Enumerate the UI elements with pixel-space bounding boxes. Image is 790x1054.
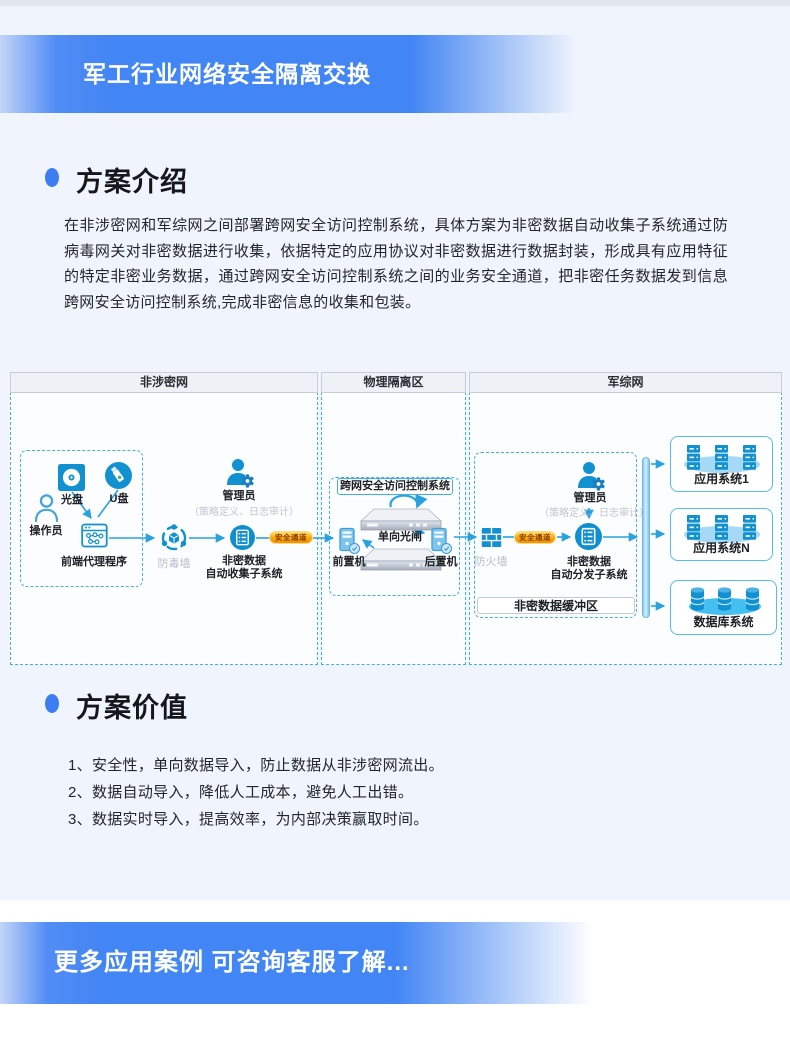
intro-bullet-icon — [45, 168, 59, 187]
front-machine-icon — [338, 527, 361, 555]
collector-subsystem-icon — [230, 525, 255, 550]
admin-right-note: （策略定义、日志审计） — [539, 508, 649, 519]
buffer-zone-bar: 非密数据缓冲区 — [477, 597, 635, 614]
front-machine-label: 前置机 — [332, 556, 366, 568]
panel-military-header: 军综网 — [469, 372, 782, 393]
operator-person-icon — [33, 493, 60, 523]
intro-heading: 方案介绍 — [76, 167, 188, 197]
value-item-3: 3、数据实时导入，提高效率，为内部决策赢取时间。 — [68, 811, 429, 828]
value-item-1: 1、安全性，单向数据导入，防止数据从非涉密网流出。 — [68, 757, 444, 774]
secure-channel-badge-right: 安全通道 — [514, 531, 556, 544]
secure-channel-badge-left: 安全通道 — [269, 531, 313, 544]
usb-label: U盘 — [109, 493, 129, 505]
cross-network-control-title: 跨网安全访问控制系统 — [337, 478, 453, 495]
frontend-proxy-label: 前端代理程序 — [61, 556, 127, 568]
page-title: 军工行业网络安全隔离交换 — [83, 61, 371, 87]
cd-label: 光盘 — [61, 494, 83, 506]
connector-lines — [71, 459, 666, 611]
app-system-1-label: 应用系统1 — [694, 472, 749, 486]
rear-machine-icon — [430, 527, 453, 555]
collector-label-line1: 非密数据 — [222, 555, 266, 567]
cd-disc-icon — [58, 464, 85, 491]
firewall-label: 防火墙 — [474, 556, 508, 568]
value-heading: 方案价值 — [76, 693, 188, 723]
architecture-diagram: 非涉密网 物理隔离区 军综网 — [8, 372, 782, 665]
value-item-2: 2、数据自动导入，降低人工成本，避免人工出错。 — [68, 784, 414, 801]
header-banner: 军工行业网络安全隔离交换 — [0, 35, 790, 113]
distributor-subsystem-icon — [575, 523, 602, 550]
usb-drive-icon — [105, 462, 132, 489]
admin-left-icon — [225, 458, 255, 489]
panel-untrusted-header: 非涉密网 — [10, 372, 318, 393]
db-system-label: 数据库系统 — [693, 615, 754, 629]
value-list: 1、安全性，单向数据导入，防止数据从非涉密网流出。 2、数据自动导入，降低人工成… — [68, 752, 728, 833]
distributor-label-line2: 自动分发子系统 — [550, 569, 628, 581]
db-system-box: 数据库系统 — [670, 580, 777, 635]
rear-machine-label: 后置机 — [424, 556, 458, 568]
firewall-icon — [481, 526, 502, 549]
admin-left-note: （策略定义、日志审计） — [189, 507, 299, 518]
collector-label-line2: 自动收集子系统 — [205, 568, 283, 580]
operator-label: 操作员 — [29, 525, 63, 537]
value-bullet-icon — [45, 694, 59, 713]
footer-title: 更多应用案例 可咨询客服了解... — [54, 949, 410, 976]
footer-banner: 更多应用案例 可咨询客服了解... — [0, 922, 790, 1004]
optical-gate-devices — [359, 508, 443, 571]
appN-servers-icon — [687, 515, 756, 540]
antivirus-wall-icon — [160, 524, 188, 552]
admin-right-label: 管理员 — [573, 492, 607, 504]
app1-servers-icon — [687, 445, 756, 470]
panel-isolation-header: 物理隔离区 — [321, 372, 466, 393]
operator-input-group-box — [20, 450, 143, 587]
optical-gate-label: 单向光闸 — [378, 531, 422, 543]
panel-untrusted-network: 非涉密网 — [10, 372, 318, 665]
frontend-proxy-icon — [81, 522, 108, 549]
top-edge-strip — [0, 0, 790, 6]
intro-paragraph: 在非涉密网和军综网之间部署跨网安全访问控制系统，具体方案为非密数据自动收集子系统… — [64, 217, 728, 311]
admin-right-icon — [576, 461, 606, 492]
antivirus-wall-label: 防毒墙 — [157, 558, 191, 570]
app-system-n-label: 应用系统N — [693, 541, 750, 555]
footer-section: 更多应用案例 可咨询客服了解... — [0, 900, 790, 1054]
app-system-n-box: 应用系统N — [670, 508, 773, 561]
network-bus-bar — [642, 457, 650, 618]
db-cylinders-icon — [691, 587, 759, 611]
panel-untrusted-body — [10, 392, 318, 665]
admin-left-label: 管理员 — [222, 490, 256, 502]
distributor-label-line1: 非密数据 — [567, 556, 611, 568]
app-system-1-box: 应用系统1 — [670, 436, 773, 492]
